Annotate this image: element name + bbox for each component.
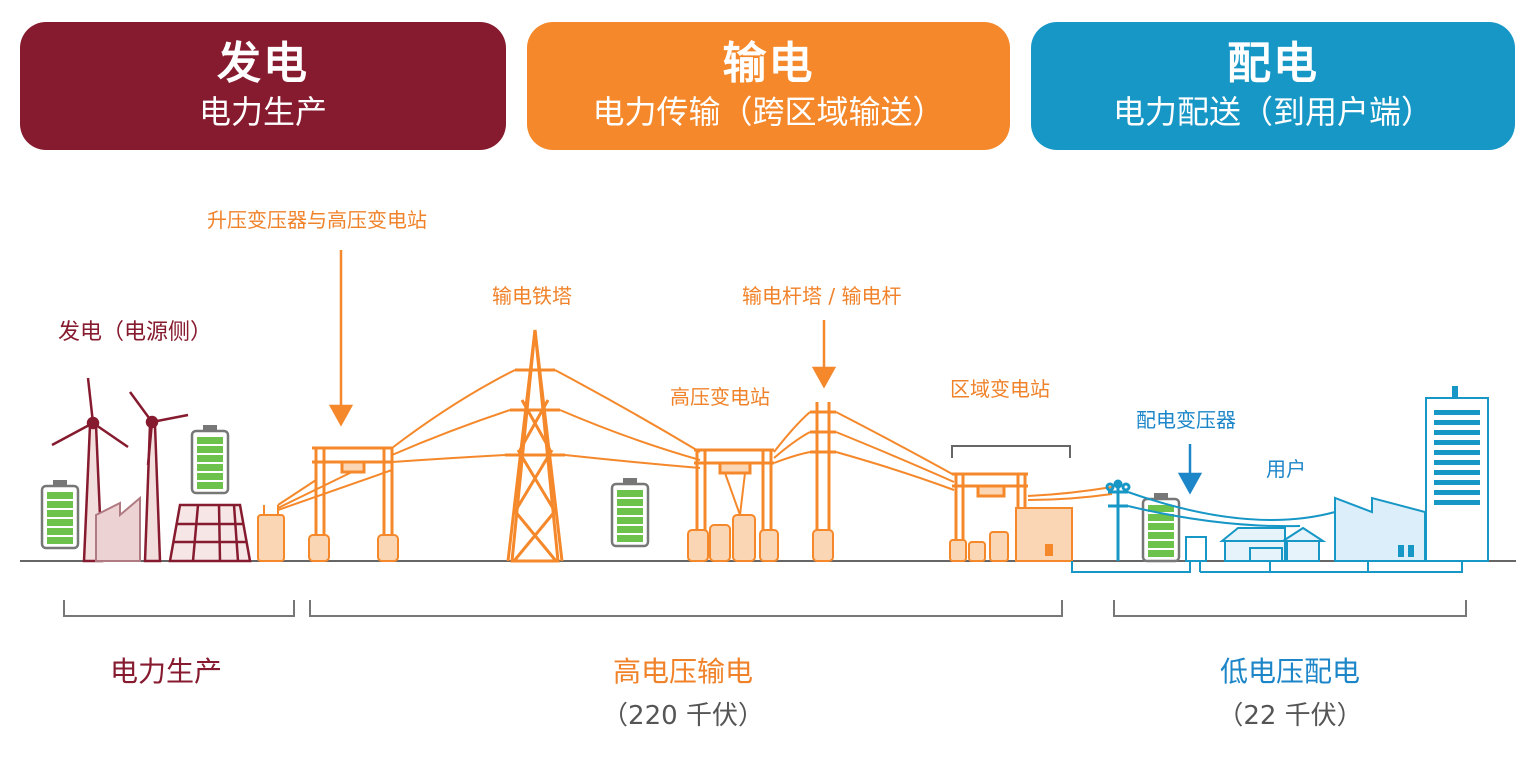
regional-substation-icon [949,472,1073,562]
label-hv-substation: 高压变电站 [670,385,770,409]
label-transmission-tower: 输电铁塔 [492,284,572,308]
arrow-pole-tower [811,320,837,389]
arrow-dist-transformer [1177,444,1203,495]
bracket-hv-transmission [309,600,1063,617]
header-distribution-subtitle: 电力配送（到用户端） [1112,93,1433,131]
solar-panel-icon [168,503,252,563]
transmission-tower-icon [505,329,565,563]
factory-building-icon [1334,496,1426,562]
transformer-icon [257,505,285,562]
section-hv-transmission-voltage: （220 千伏） [602,701,764,731]
battery-icon [610,476,650,548]
header-transmission-title: 输电 [722,38,815,89]
wind-turbine-icon [128,391,189,563]
label-step-up-substation: 升压变压器与高压变电站 [207,208,427,232]
header-generation-subtitle: 电力生产 [198,93,327,131]
battery-icon [40,478,80,550]
header-generation-title: 发电 [217,38,309,89]
header-generation: 发电 电力生产 [20,22,506,150]
distribution-pole-icon [1105,479,1131,561]
section-lv-distribution-label: 低电压配电 [1219,655,1361,688]
label-user: 用户 [1266,457,1306,481]
distribution-line [1127,505,1301,528]
power-line [391,369,701,469]
pole-tower-icon [810,402,836,562]
section-lv-distribution-voltage: （22 千伏） [1217,701,1363,731]
power-line [277,469,393,511]
header-transmission: 输电 电力传输（跨区域输送） [527,22,1010,150]
label-power-source: 发电（电源侧） [58,320,213,345]
factory-icon [95,495,141,562]
office-tower-icon [1425,386,1489,562]
step-up-substation-icon [308,446,399,562]
arrow-step-up [328,250,354,427]
section-hv-transmission-label: 高电压输电 [612,655,754,688]
underground-cable [1071,561,1463,573]
bracket-lv-distribution [1113,600,1467,617]
meter-box-icon [1185,536,1207,562]
battery-icon [190,423,230,495]
power-line [1027,486,1113,501]
bracket-production [63,600,295,617]
regional-substation-bracket [951,445,1071,458]
power-line [773,411,955,491]
distribution-line [1127,491,1336,521]
header-transmission-subtitle: 电力传输（跨区域输送） [592,93,945,131]
label-distribution-transformer: 配电变压器 [1136,408,1236,432]
label-pole-tower: 输电杆塔 / 输电杆 [742,284,902,308]
header-distribution: 配电 电力配送（到用户端） [1031,22,1515,150]
header-distribution-title: 配电 [1227,38,1319,89]
houses-icon [1219,526,1327,562]
section-production-label: 电力生产 [109,655,223,688]
label-regional-substation: 区域变电站 [950,377,1050,401]
hv-substation-icon [687,448,779,562]
